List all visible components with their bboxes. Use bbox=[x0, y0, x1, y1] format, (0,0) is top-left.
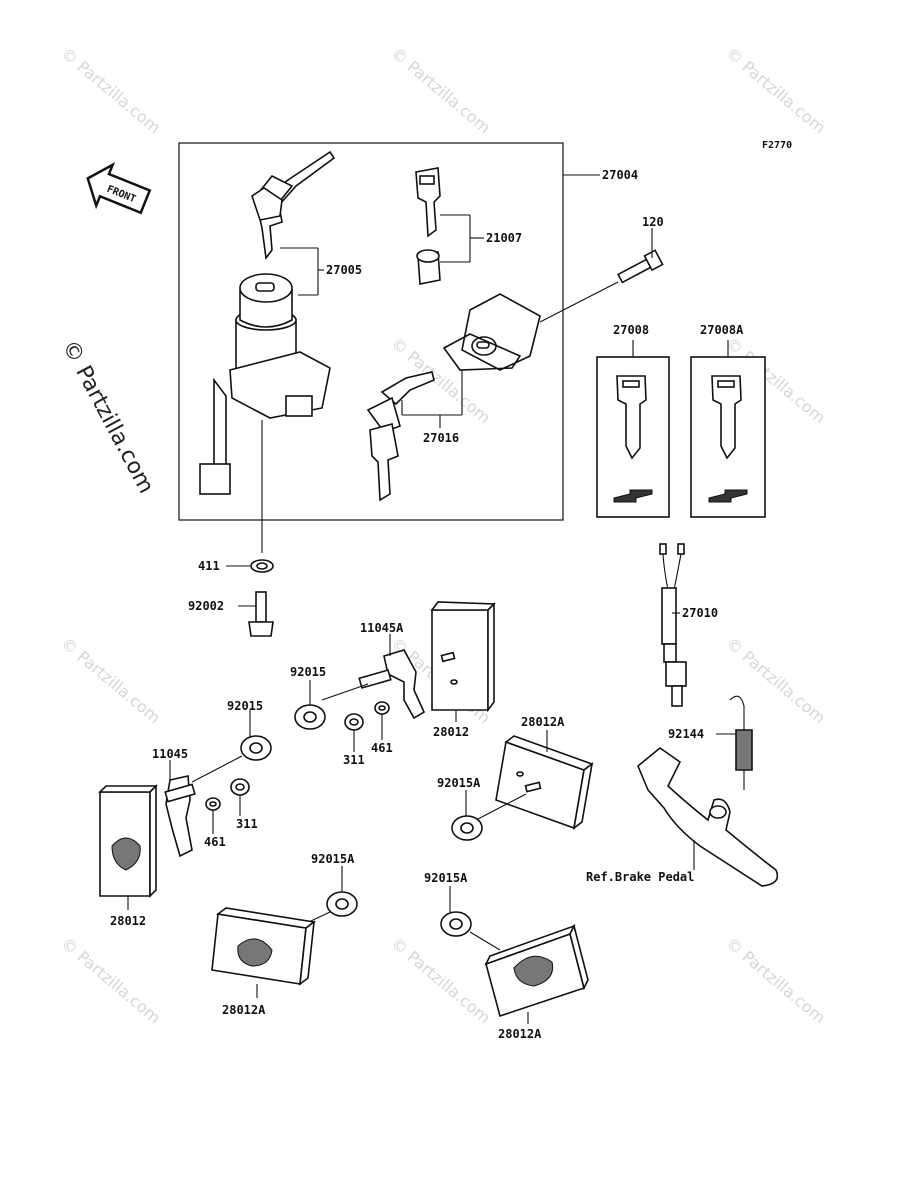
part-label-27008A: 27008A bbox=[700, 323, 744, 337]
part-label-28012-upper: 28012 bbox=[433, 725, 469, 739]
part-label-92015A-lower-right: 92015A bbox=[424, 871, 468, 885]
part-label-27004: 27004 bbox=[602, 168, 638, 182]
part-label-311-upper: 311 bbox=[343, 753, 365, 767]
helmet-lock-key-icon bbox=[366, 371, 435, 502]
watermark: © Partzilla.com bbox=[57, 44, 164, 138]
part-label-27005: 27005 bbox=[326, 263, 362, 277]
front-arrow-icon: FRONT bbox=[86, 161, 152, 215]
part-label-27016: 27016 bbox=[423, 431, 459, 445]
part-label-461-left: 461 bbox=[204, 835, 226, 849]
ignition-key-icon bbox=[251, 150, 336, 261]
part-label-92015-upper: 92015 bbox=[290, 665, 326, 679]
reflector-a-icon bbox=[484, 923, 589, 1018]
spring-icon bbox=[729, 695, 753, 790]
part-label-28012A-lower-left: 28012A bbox=[222, 1003, 266, 1017]
bolt-icon bbox=[617, 249, 664, 284]
side-watermark: © Partzilla.com bbox=[57, 336, 159, 498]
bracket-icon bbox=[164, 775, 196, 858]
part-label-28012A-lower-right: 28012A bbox=[498, 1027, 542, 1041]
watermark: © Partzilla.com bbox=[722, 44, 829, 138]
part-label-28012-left: 28012 bbox=[110, 914, 146, 928]
reflector-a-icon bbox=[211, 907, 316, 986]
part-label-11045: 11045 bbox=[152, 747, 188, 761]
part-label-411: 411 bbox=[198, 559, 220, 573]
bracket-icon bbox=[358, 649, 426, 720]
watermark: © Partzilla.com bbox=[722, 934, 829, 1028]
watermark: © Partzilla.com bbox=[387, 44, 494, 138]
part-label-21007: 21007 bbox=[486, 231, 522, 245]
watermark: © Partzilla.com bbox=[387, 934, 494, 1028]
part-label-28012A-upper: 28012A bbox=[521, 715, 565, 729]
ignition-switch-icon bbox=[199, 273, 331, 495]
part-label-92015-left: 92015 bbox=[227, 699, 263, 713]
reflector-icon bbox=[98, 784, 158, 898]
reflector-icon bbox=[430, 601, 496, 713]
watermark: © Partzilla.com bbox=[722, 634, 829, 728]
part-label-120: 120 bbox=[642, 215, 664, 229]
ref-brake-pedal-label: Ref.Brake Pedal bbox=[586, 870, 694, 884]
reflector-a-icon bbox=[495, 735, 594, 830]
part-label-461-upper: 461 bbox=[371, 741, 393, 755]
part-label-92015A-mid: 92015A bbox=[437, 776, 481, 790]
bolt-icon bbox=[248, 591, 274, 637]
part-label-27010: 27010 bbox=[682, 606, 718, 620]
seat-lock-key-icon bbox=[415, 167, 441, 285]
part-label-92002: 92002 bbox=[188, 599, 224, 613]
helmet-lock-icon bbox=[442, 293, 541, 371]
watermark: © Partzilla.com bbox=[57, 634, 164, 728]
brake-pedal-icon bbox=[637, 746, 779, 887]
key-blank-card bbox=[596, 356, 670, 518]
part-label-311-left: 311 bbox=[236, 817, 258, 831]
figure-code: F2770 bbox=[762, 140, 792, 151]
part-label-27008: 27008 bbox=[613, 323, 649, 337]
ignition-switch-set-box bbox=[178, 142, 564, 521]
part-label-11045A: 11045A bbox=[360, 621, 404, 635]
watermark: © Partzilla.com bbox=[57, 934, 164, 1028]
part-label-92144: 92144 bbox=[668, 727, 704, 741]
brake-light-switch-icon bbox=[659, 543, 687, 707]
key-blank-card-a bbox=[690, 356, 766, 518]
part-label-92015A-lower-center: 92015A bbox=[311, 852, 355, 866]
